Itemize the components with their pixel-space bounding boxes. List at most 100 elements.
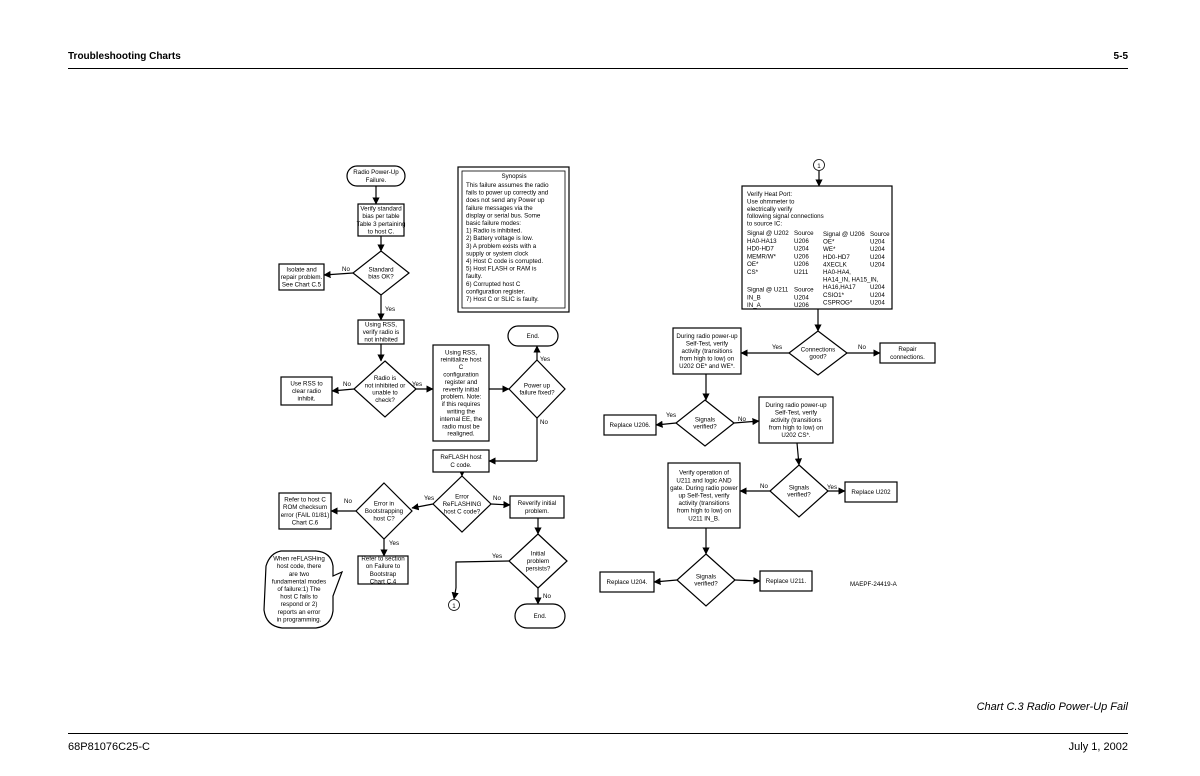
during1-text-line: from high to low) on	[680, 356, 735, 363]
chart-caption: Chart C.3 Radio Power-Up Fail	[976, 701, 1128, 713]
label-yes: Yes	[412, 381, 422, 388]
label-no: No	[543, 593, 551, 600]
callout-text-line: reports an error	[278, 609, 321, 616]
heatport-intro-line: electrically verify	[747, 206, 793, 213]
synopsis-line: 3) A problem exists with a	[466, 243, 537, 250]
persists-text-line: Initial	[531, 551, 545, 558]
reinit-text-line: Using RSS,	[445, 349, 477, 356]
inhibited-text-line: Radio is	[374, 375, 396, 382]
synopsis-line: display or serial bus. Some	[466, 212, 541, 219]
repair_conn-text-line: connections.	[890, 354, 925, 361]
callout-text-line: of failure:1) The	[277, 586, 321, 593]
power_fixed-text-line: Power up	[524, 382, 551, 389]
refer_boot-box	[357, 555, 409, 585]
during1-text-line: U202 OE* and WE*.	[679, 363, 735, 370]
signals3-text-line: Signals	[696, 573, 716, 580]
err_reflash-text-line: host C code?	[444, 508, 481, 515]
synopsis-line: configuration register.	[466, 288, 525, 295]
signals2-text-line: verified?	[787, 492, 811, 499]
callout-text-line: respond or 2)	[281, 601, 318, 608]
offpage-connector-top	[813, 159, 825, 171]
synopsis-line: 4) Host C code is corrupted.	[466, 258, 543, 265]
label-no: No	[342, 266, 350, 273]
footer-rule	[68, 733, 1128, 734]
heatport-source: U204	[870, 254, 885, 261]
label-no: No	[858, 344, 866, 351]
offpage-connector-bottom	[448, 599, 460, 611]
using_rss-text-line: not inhibited	[364, 337, 398, 344]
label-no: No	[738, 416, 746, 423]
heatport-intro-line: following signal connections	[747, 213, 824, 220]
reflash-box	[432, 449, 490, 473]
replace_u206-box	[603, 414, 657, 436]
flow-arrow	[331, 386, 355, 394]
callout-text-line: are two	[289, 571, 310, 578]
heatport-source: U211	[794, 269, 809, 276]
replace_u202-text-line: Replace U202	[851, 489, 891, 496]
signals1-text-line: verified?	[693, 424, 717, 431]
label-yes: Yes	[666, 412, 676, 419]
verify_bias-text-line: to host C.	[368, 228, 395, 235]
heatport-signal: HA0-HA13	[747, 238, 777, 245]
reflash-text-line: C code.	[450, 462, 472, 469]
using_rss-text-line: Using RSS,	[365, 321, 397, 328]
err_boot-decision	[355, 482, 413, 540]
synopsis-line: 5) Host FLASH or RAM is	[466, 266, 536, 273]
synopsis-line: supply or system clock	[466, 250, 529, 257]
heatport-signal: HD0-HD7	[823, 254, 850, 261]
verify_bias-text-line: Verify standard	[360, 206, 402, 213]
heatport-source: U204	[794, 294, 809, 301]
callout-text-line: host C fails to	[280, 594, 318, 601]
heatport-signal: Signal @ U211	[747, 287, 789, 294]
heatport-signal: CSPROG*	[823, 299, 853, 306]
label-yes: Yes	[385, 306, 395, 313]
heatport-signal: HA14_IN, HA15_IN,	[823, 277, 879, 284]
signals1-decision	[675, 399, 735, 447]
persists-text-line: problem	[527, 558, 549, 565]
verify_u211-text-line: up Self-Test, verify	[679, 493, 731, 500]
heatport-signal: Signal @ U202	[747, 230, 789, 237]
synopsis-line: 6) Corrupted host C	[466, 281, 521, 288]
label-yes: Yes	[540, 356, 550, 363]
synopsis-line: failure messages via the	[466, 205, 533, 212]
label-yes: Yes	[772, 344, 782, 351]
refer_boot-text-line: Bootstrap	[370, 571, 397, 578]
reinit-box	[432, 344, 490, 442]
isolate-box	[278, 263, 325, 291]
label-yes: Yes	[827, 484, 837, 491]
heatport-signal: IN_B	[747, 294, 761, 301]
verify_u211-text-line: U211 IN_B.	[688, 515, 720, 522]
flow-arrow	[653, 577, 678, 586]
heatport-source: Source	[794, 230, 814, 237]
heatport-source: U204	[870, 261, 885, 268]
use_rss-text-line: inhibit.	[298, 396, 316, 403]
heatport-intro-line: Verify Heat Port:	[747, 191, 792, 198]
label-no: No	[760, 483, 768, 490]
synopsis-line: This failure assumes the radio	[466, 182, 549, 189]
isolate-text-line: Isolate and	[286, 266, 317, 273]
label-yes: Yes	[492, 553, 502, 560]
label-no: No	[344, 498, 352, 505]
bias_ok-text-line: Standard	[368, 266, 394, 273]
end1-terminal	[507, 325, 559, 347]
heatport-source: U206	[794, 253, 809, 260]
synopsis-inner	[461, 170, 566, 309]
reinit-text-line: realigned.	[447, 431, 474, 438]
flow-arrow	[451, 587, 459, 600]
callout-text-line: fundamental modes	[272, 578, 326, 585]
reflash-text-line: ReFLASH host	[440, 454, 482, 461]
heatport-signal: WE*	[823, 246, 836, 253]
label-yes: Yes	[424, 495, 434, 502]
inhibited-decision	[353, 360, 417, 418]
heatport-signal: IN_A	[747, 302, 762, 309]
heatport-source: U204	[870, 284, 885, 291]
verify_u211-text-line: activity (transitions	[679, 500, 730, 507]
heatport-signal: CS*	[747, 269, 759, 276]
heatport-source: U204	[870, 246, 885, 253]
inhibited-text-line: unable to	[372, 390, 398, 397]
verify_u211-text-line: U211 and logic AND	[676, 477, 732, 484]
verify_u211-text-line: Verify operation of	[679, 470, 729, 477]
reinit-text-line: configuration	[443, 372, 479, 379]
during2-text-line: from high to low) on	[769, 425, 824, 432]
